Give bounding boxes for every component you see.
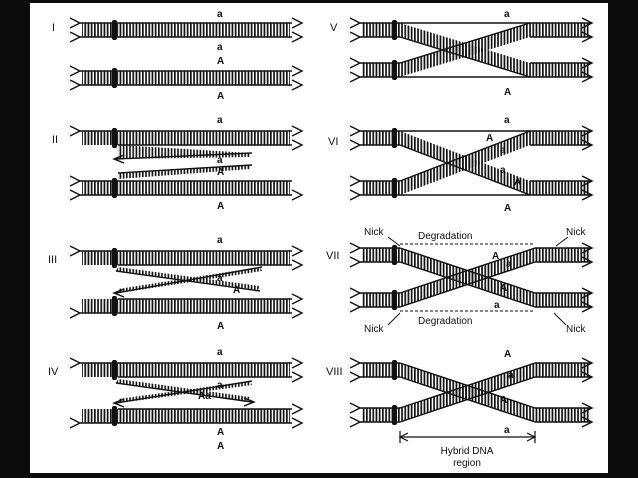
allele-label: A [514, 177, 521, 188]
allele-label: A [233, 285, 240, 296]
allele-label: Aa [198, 391, 211, 402]
panel-v: V a A [330, 9, 594, 98]
panel-label: VII [326, 250, 339, 262]
allele-label: a [217, 235, 223, 246]
allele-label: a [506, 259, 512, 270]
allele-label: a [217, 9, 223, 20]
allele-label: A [217, 91, 224, 102]
diagram-frame: I a a A A II a a [30, 3, 608, 473]
panel-ii: II a a A A [52, 115, 304, 212]
allele-label: a [217, 155, 223, 166]
panel-label: II [52, 134, 58, 146]
allele-label: A [217, 321, 224, 332]
degradation-label: Degradation [418, 231, 472, 242]
panel-label: VIII [326, 366, 343, 378]
allele-label: a [508, 370, 514, 381]
hybrid-dna-label: Hybrid DNA [441, 446, 494, 457]
nick-label: Nick [566, 227, 586, 238]
allele-label: a [217, 115, 223, 126]
degradation-label: Degradation [418, 316, 472, 327]
allele-label: A [217, 56, 224, 67]
panel-iv: IV a a Aa A A [48, 347, 304, 452]
allele-label: a [504, 115, 510, 126]
hybrid-dna-label: region [453, 458, 481, 469]
panel-i: I a a A A [52, 9, 304, 102]
allele-label: A [504, 349, 511, 360]
panel-label: IV [48, 366, 59, 378]
panel-label: I [52, 22, 55, 34]
allele-label: a [500, 145, 506, 156]
allele-label: a [504, 425, 510, 436]
allele-label: a [217, 347, 223, 358]
panel-iii: III a a A A [48, 235, 304, 332]
allele-label: a [504, 9, 510, 20]
allele-label: A [217, 441, 224, 452]
nick-label: Nick [364, 227, 384, 238]
allele-label: a [500, 165, 506, 176]
panel-vi: VI a A a a A A [328, 115, 594, 214]
panel-label: III [48, 254, 57, 266]
allele-label: A [492, 251, 499, 262]
allele-label: a [494, 300, 500, 311]
allele-label: A [217, 201, 224, 212]
allele-label: A [500, 395, 507, 406]
panel-label: V [330, 22, 338, 34]
allele-label: A [217, 167, 224, 178]
allele-label: a [217, 273, 223, 284]
panel-vii: VII Nick Nick Degradation [326, 227, 594, 335]
recombination-diagram: I a a A A II a a [48, 9, 594, 469]
nick-label: Nick [566, 324, 586, 335]
allele-label: A [486, 133, 493, 144]
allele-label: A [500, 283, 507, 294]
panel-label: VI [328, 136, 338, 148]
allele-label: A [504, 203, 511, 214]
nick-label: Nick [364, 324, 384, 335]
allele-label: a [217, 42, 223, 53]
allele-label: A [504, 87, 511, 98]
allele-label: A [217, 427, 224, 438]
panel-viii: VIII A a A a H [326, 349, 594, 469]
allele-label: a [217, 380, 223, 391]
